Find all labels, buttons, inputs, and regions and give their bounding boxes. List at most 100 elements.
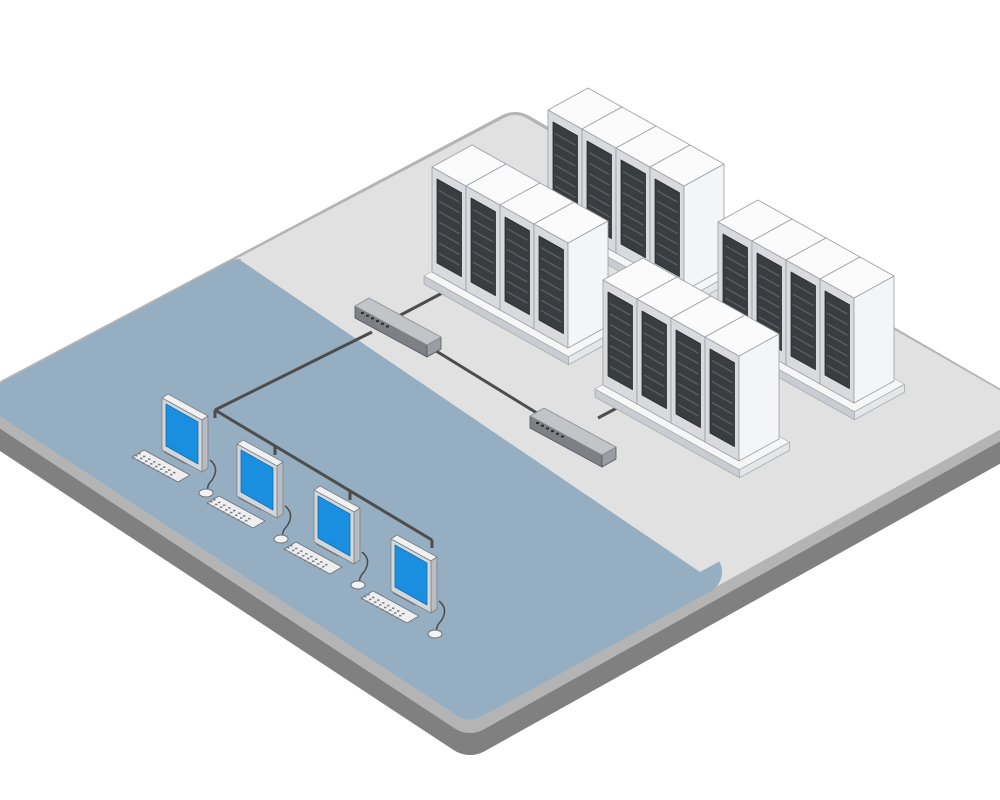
rack-unit [506,280,528,294]
rack-unit [711,422,733,436]
rack-unit [724,265,746,279]
keyboard-icon [131,449,191,483]
rack-unit [622,191,644,205]
rack-unit [758,305,780,319]
key [290,545,293,547]
keyboard-icon [206,495,266,529]
key [137,459,140,462]
rack-unit [540,267,562,281]
key [153,461,156,463]
key [168,469,171,471]
switch-port [556,432,559,435]
key [248,517,251,520]
key [305,553,308,555]
switch-port [546,427,549,430]
monitor-side [276,461,284,519]
workstation-monitor-icon [283,485,369,590]
rack-unit [588,172,610,186]
rack-unit [554,164,576,178]
rack-unit [826,322,848,336]
key [287,547,290,549]
rack-unit [758,284,780,298]
key [320,561,323,563]
rack-unit [506,269,528,283]
key [145,460,148,462]
keyboard-body [360,590,420,624]
rack-plinth-side [854,383,905,421]
mouse-cord [435,600,446,634]
mouse-cord [206,459,217,493]
keyboard-body [131,449,191,483]
key [392,607,395,609]
rack-top [533,201,609,244]
key [218,501,221,504]
rack-unit [826,312,848,326]
rack-unit [724,297,746,311]
key [230,511,233,514]
key [235,514,238,516]
rack-unit [609,344,631,358]
key [245,519,248,522]
key [366,600,369,603]
key [381,608,384,611]
key [369,598,372,601]
rack-unit [506,290,528,304]
rack-unit [711,391,733,405]
key [135,455,138,457]
key [304,559,307,562]
rack-unit [540,246,562,260]
key [132,457,135,459]
key [376,606,379,608]
rack-unit [622,170,644,184]
rack-unit [677,340,699,354]
rack-unit [758,263,780,277]
key [402,612,405,615]
rack-unit [609,302,631,316]
keyboard-body [206,495,266,529]
key [299,557,302,559]
rack-unit [554,174,576,188]
key [222,511,225,513]
rack-unit [711,380,733,394]
key [317,563,320,565]
rack-unit [792,345,814,359]
rack-unit [826,301,848,315]
key [242,521,245,524]
key [312,560,315,562]
rack-unit [792,293,814,307]
key [297,552,300,554]
rack-unit [506,248,528,262]
key [322,565,325,568]
rack-unit [472,229,494,243]
rack-unit [643,332,665,346]
rack-unit [724,244,746,258]
rack-unit [540,309,562,323]
rack-unit [622,233,644,247]
cable-segment [394,288,449,320]
key [386,611,389,613]
mouse-icon [350,580,366,590]
monitor-screen [165,403,199,465]
rack-unit [540,257,562,271]
rack-unit [792,335,814,349]
rack-unit [554,153,576,167]
rack-unit [792,282,814,296]
key [384,606,387,609]
rack-unit [643,353,665,367]
key [238,512,241,514]
rack-unit [758,316,780,330]
rack-unit [758,274,780,288]
key [310,555,313,558]
rack-unit [792,303,814,317]
rack-unit [656,231,678,245]
rack-unit [677,403,699,417]
key [165,471,168,473]
rack-unit [472,219,494,233]
network-switch-icon [529,407,617,468]
key [315,558,318,560]
rack-unit [540,278,562,292]
key [207,503,210,505]
switch-port [361,312,364,314]
rack-unit [438,242,460,256]
